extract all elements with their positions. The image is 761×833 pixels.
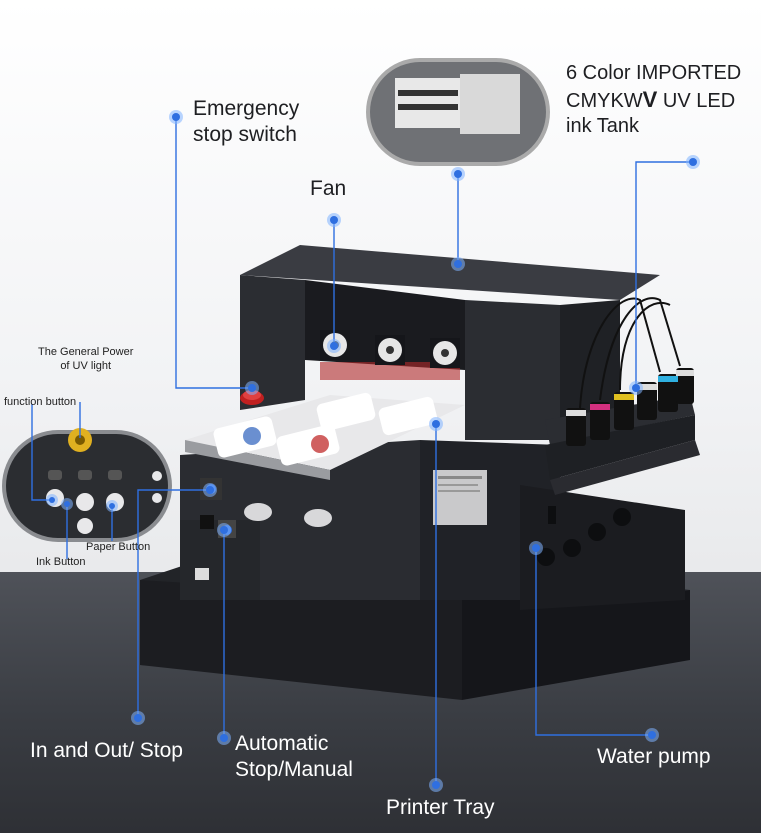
inset-control-panel-photo <box>2 428 172 542</box>
label-ink-button: Ink Button <box>36 556 86 568</box>
label-ink-line2-a: CMYKW <box>566 90 643 112</box>
callout-lines <box>31 117 693 785</box>
printer-tray <box>185 392 465 480</box>
label-in-and-out-stop: In and Out/ Stop <box>30 739 183 762</box>
label-general-power: The General Power of UV light <box>38 346 133 374</box>
fan-3-icon <box>430 338 460 368</box>
label-emergency-line1: Emergency <box>193 97 300 120</box>
label-paper-button: Paper Button <box>86 541 151 553</box>
label-function-button: function button <box>4 396 77 408</box>
label-emergency-line2: stop switch <box>193 123 297 147</box>
callout-dots <box>46 110 700 792</box>
label-automatic-line2: Stop/Manual <box>235 758 353 782</box>
label-printer-tray: Printer Tray <box>386 796 495 819</box>
label-fan: Fan <box>310 177 347 200</box>
label-general-power-line2: of UV light <box>60 359 112 372</box>
label-automatic-stop-manual: Automatic Stop/Manual <box>235 731 353 784</box>
label-ink-line2-b: V <box>642 87 658 112</box>
label-emergency-stop-switch: Emergency stop switch <box>193 96 299 149</box>
label-ink-line3: ink Tank <box>566 115 640 137</box>
label-water-pump: Water pump <box>597 745 711 768</box>
fan-2-icon <box>375 335 405 365</box>
label-ink-line2: CMYKWV UV LED <box>566 86 741 114</box>
label-ink-line1: 6 Color IMPORTED <box>566 62 742 84</box>
ink-tank-rack <box>545 297 700 495</box>
label-automatic-line1: Automatic <box>235 732 329 755</box>
inset-ink-carriage-photo <box>366 58 550 166</box>
fan-row <box>320 330 460 368</box>
printer-body <box>180 440 685 610</box>
label-general-power-line1: The General Power <box>38 346 134 358</box>
label-ink-line2-c: UV LED <box>657 90 736 112</box>
label-ink-tank: 6 Color IMPORTED CMYKWV UV LED ink Tank <box>566 61 741 139</box>
